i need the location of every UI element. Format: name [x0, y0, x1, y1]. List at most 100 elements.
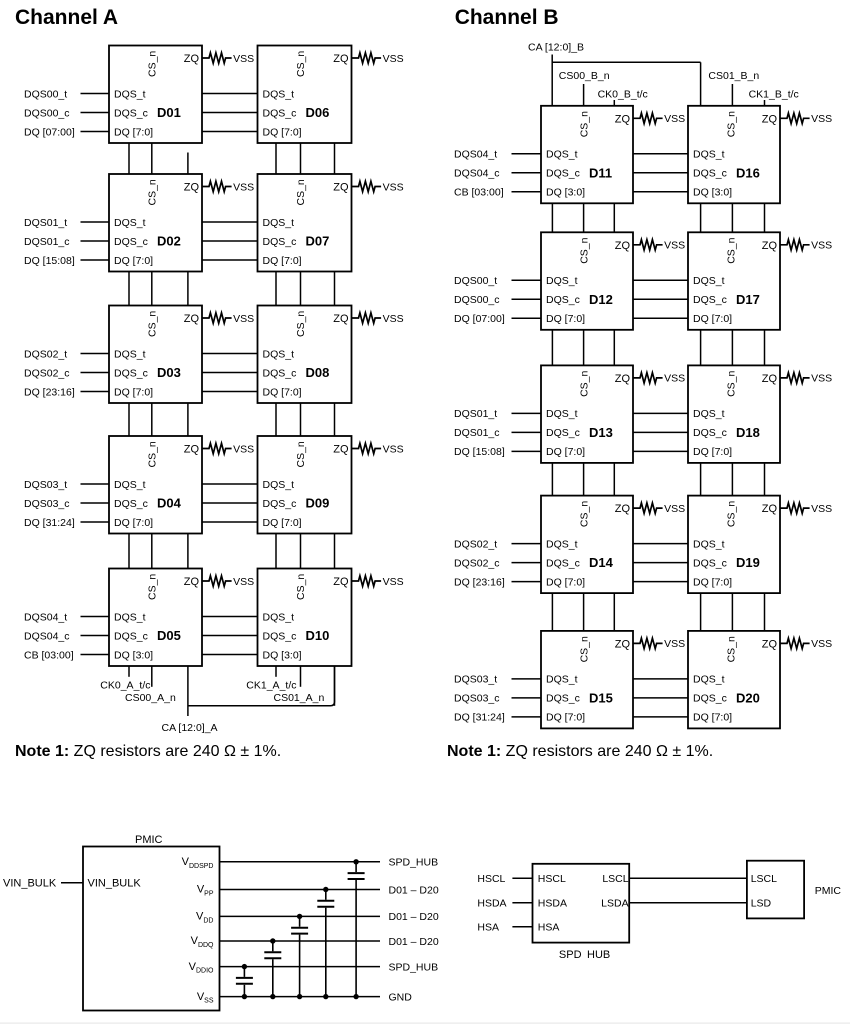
svg-text:VSS: VSS — [233, 181, 254, 193]
svg-text:SPD_HUB: SPD_HUB — [389, 961, 439, 973]
svg-text:DQS_c: DQS_c — [693, 693, 727, 705]
svg-text:D12: D12 — [589, 292, 613, 307]
svg-text:D20: D20 — [736, 690, 760, 705]
svg-text:Note 1: ZQ resistors are 240 Ω: Note 1: ZQ resistors are 240 Ω ± 1%. — [15, 743, 281, 760]
svg-text:DQ [7:0]: DQ [7:0] — [263, 386, 302, 398]
svg-text:D01 – D20: D01 – D20 — [389, 911, 439, 923]
svg-text:DQS_t: DQS_t — [114, 611, 146, 623]
svg-text:HSCL: HSCL — [538, 873, 566, 885]
svg-text:CS_n: CS_n — [726, 370, 738, 396]
svg-text:CK0_B_t/c: CK0_B_t/c — [598, 88, 648, 100]
svg-text:ZQ: ZQ — [762, 638, 778, 650]
svg-text:DQ [7:0]: DQ [7:0] — [693, 446, 732, 458]
svg-text:DQS_c: DQS_c — [546, 294, 580, 306]
svg-text:D09: D09 — [306, 496, 330, 511]
svg-text:DQS_c: DQS_c — [693, 294, 727, 306]
svg-text:DQ [31:24]: DQ [31:24] — [454, 712, 505, 724]
svg-text:CB [03:00]: CB [03:00] — [24, 649, 74, 661]
svg-text:DQS_t: DQS_t — [263, 479, 295, 491]
svg-text:CS_n: CS_n — [726, 111, 738, 137]
svg-text:D05: D05 — [157, 628, 181, 643]
svg-text:CS_n: CS_n — [579, 237, 591, 263]
svg-text:VSS: VSS — [383, 576, 404, 588]
svg-text:D07: D07 — [306, 234, 330, 249]
svg-text:D01 – D20: D01 – D20 — [389, 884, 439, 896]
svg-text:DQS_c: DQS_c — [546, 693, 580, 705]
svg-text:CS_n: CS_n — [295, 179, 307, 205]
svg-text:DQS_c: DQS_c — [114, 498, 148, 510]
svg-text:CS_n: CS_n — [295, 574, 307, 600]
svg-text:HSA: HSA — [538, 922, 560, 934]
svg-text:DQ [7:0]: DQ [7:0] — [693, 576, 732, 588]
svg-text:CS00_B_n: CS00_B_n — [559, 70, 610, 82]
svg-text:ZQ: ZQ — [333, 182, 349, 194]
svg-text:DQS02_t: DQS02_t — [454, 538, 497, 550]
svg-text:CS_n: CS_n — [726, 501, 738, 527]
svg-text:DQS03_t: DQS03_t — [454, 674, 497, 686]
svg-text:Channel B: Channel B — [455, 6, 559, 29]
svg-text:DQS04_t: DQS04_t — [24, 611, 67, 623]
svg-text:D02: D02 — [157, 234, 181, 249]
svg-text:DQS_c: DQS_c — [693, 557, 727, 569]
svg-text:ZQ: ZQ — [184, 576, 200, 588]
svg-text:LSD: LSD — [751, 898, 772, 910]
svg-text:VSS: VSS — [383, 181, 404, 193]
svg-text:CA [12:0]_B: CA [12:0]_B — [528, 42, 584, 54]
svg-text:CS_n: CS_n — [726, 636, 738, 662]
svg-text:DQS_t: DQS_t — [693, 538, 725, 550]
svg-text:D08: D08 — [306, 365, 330, 380]
svg-text:DQ [3:0]: DQ [3:0] — [546, 187, 585, 199]
svg-text:DQS_c: DQS_c — [693, 427, 727, 439]
svg-text:DQ [15:08]: DQ [15:08] — [24, 255, 75, 267]
svg-text:DQS_t: DQS_t — [263, 611, 295, 623]
svg-text:DQS01_t: DQS01_t — [24, 217, 67, 229]
svg-text:CS_n: CS_n — [147, 179, 159, 205]
svg-text:DQS03_t: DQS03_t — [24, 479, 67, 491]
svg-text:DQ [15:08]: DQ [15:08] — [454, 446, 505, 458]
svg-text:DQS04_c: DQS04_c — [24, 630, 70, 642]
svg-text:CS01_B_n: CS01_B_n — [708, 70, 759, 82]
svg-text:D15: D15 — [589, 690, 613, 705]
svg-text:DQ [7:0]: DQ [7:0] — [263, 255, 302, 267]
svg-text:DQS03_c: DQS03_c — [454, 693, 500, 705]
svg-text:D14: D14 — [589, 555, 614, 570]
svg-text:DQS_t: DQS_t — [693, 149, 725, 161]
svg-text:VSS: VSS — [664, 373, 685, 385]
svg-text:DQS_t: DQS_t — [546, 538, 578, 550]
svg-text:DQS_c: DQS_c — [114, 630, 148, 642]
svg-text:DQS_t: DQS_t — [114, 479, 146, 491]
svg-text:ZQ: ZQ — [333, 576, 349, 588]
svg-text:HSCL: HSCL — [477, 873, 505, 885]
svg-text:DQS_t: DQS_t — [546, 275, 578, 287]
svg-text:DQS_t: DQS_t — [263, 88, 295, 100]
svg-text:HSDA: HSDA — [477, 898, 506, 910]
svg-text:VSS: VSS — [233, 313, 254, 325]
svg-text:DQS01_c: DQS01_c — [24, 236, 70, 248]
svg-text:HSDA: HSDA — [538, 898, 567, 910]
svg-text:ZQ: ZQ — [615, 503, 631, 515]
svg-text:D01 – D20: D01 – D20 — [389, 936, 439, 948]
svg-text:DQS_c: DQS_c — [263, 236, 297, 248]
svg-text:DQ [23:16]: DQ [23:16] — [24, 386, 75, 398]
svg-text:DQS_c: DQS_c — [114, 236, 148, 248]
svg-text:ZQ: ZQ — [762, 373, 778, 385]
svg-text:ZQ: ZQ — [762, 240, 778, 252]
svg-text:DQS04_t: DQS04_t — [454, 149, 497, 161]
svg-text:DQS_c: DQS_c — [546, 427, 580, 439]
svg-text:ZQ: ZQ — [333, 444, 349, 456]
svg-text:PMIC: PMIC — [815, 885, 842, 897]
svg-text:DQ [7:0]: DQ [7:0] — [546, 446, 585, 458]
svg-text:CS_n: CS_n — [579, 501, 591, 527]
svg-text:VSS: VSS — [664, 240, 685, 252]
svg-text:Channel A: Channel A — [15, 6, 118, 29]
svg-text:DQS_t: DQS_t — [546, 674, 578, 686]
svg-text:D13: D13 — [589, 425, 613, 440]
svg-text:VSS: VSS — [664, 113, 685, 125]
svg-text:ZQ: ZQ — [615, 373, 631, 385]
svg-text:ZQ: ZQ — [333, 313, 349, 325]
svg-text:DQS_c: DQS_c — [546, 168, 580, 180]
svg-text:DQ [7:0]: DQ [7:0] — [263, 517, 302, 529]
svg-text:CK1_A_t/c: CK1_A_t/c — [246, 679, 296, 691]
svg-text:D17: D17 — [736, 292, 760, 307]
svg-text:DQS02_c: DQS02_c — [454, 557, 500, 569]
